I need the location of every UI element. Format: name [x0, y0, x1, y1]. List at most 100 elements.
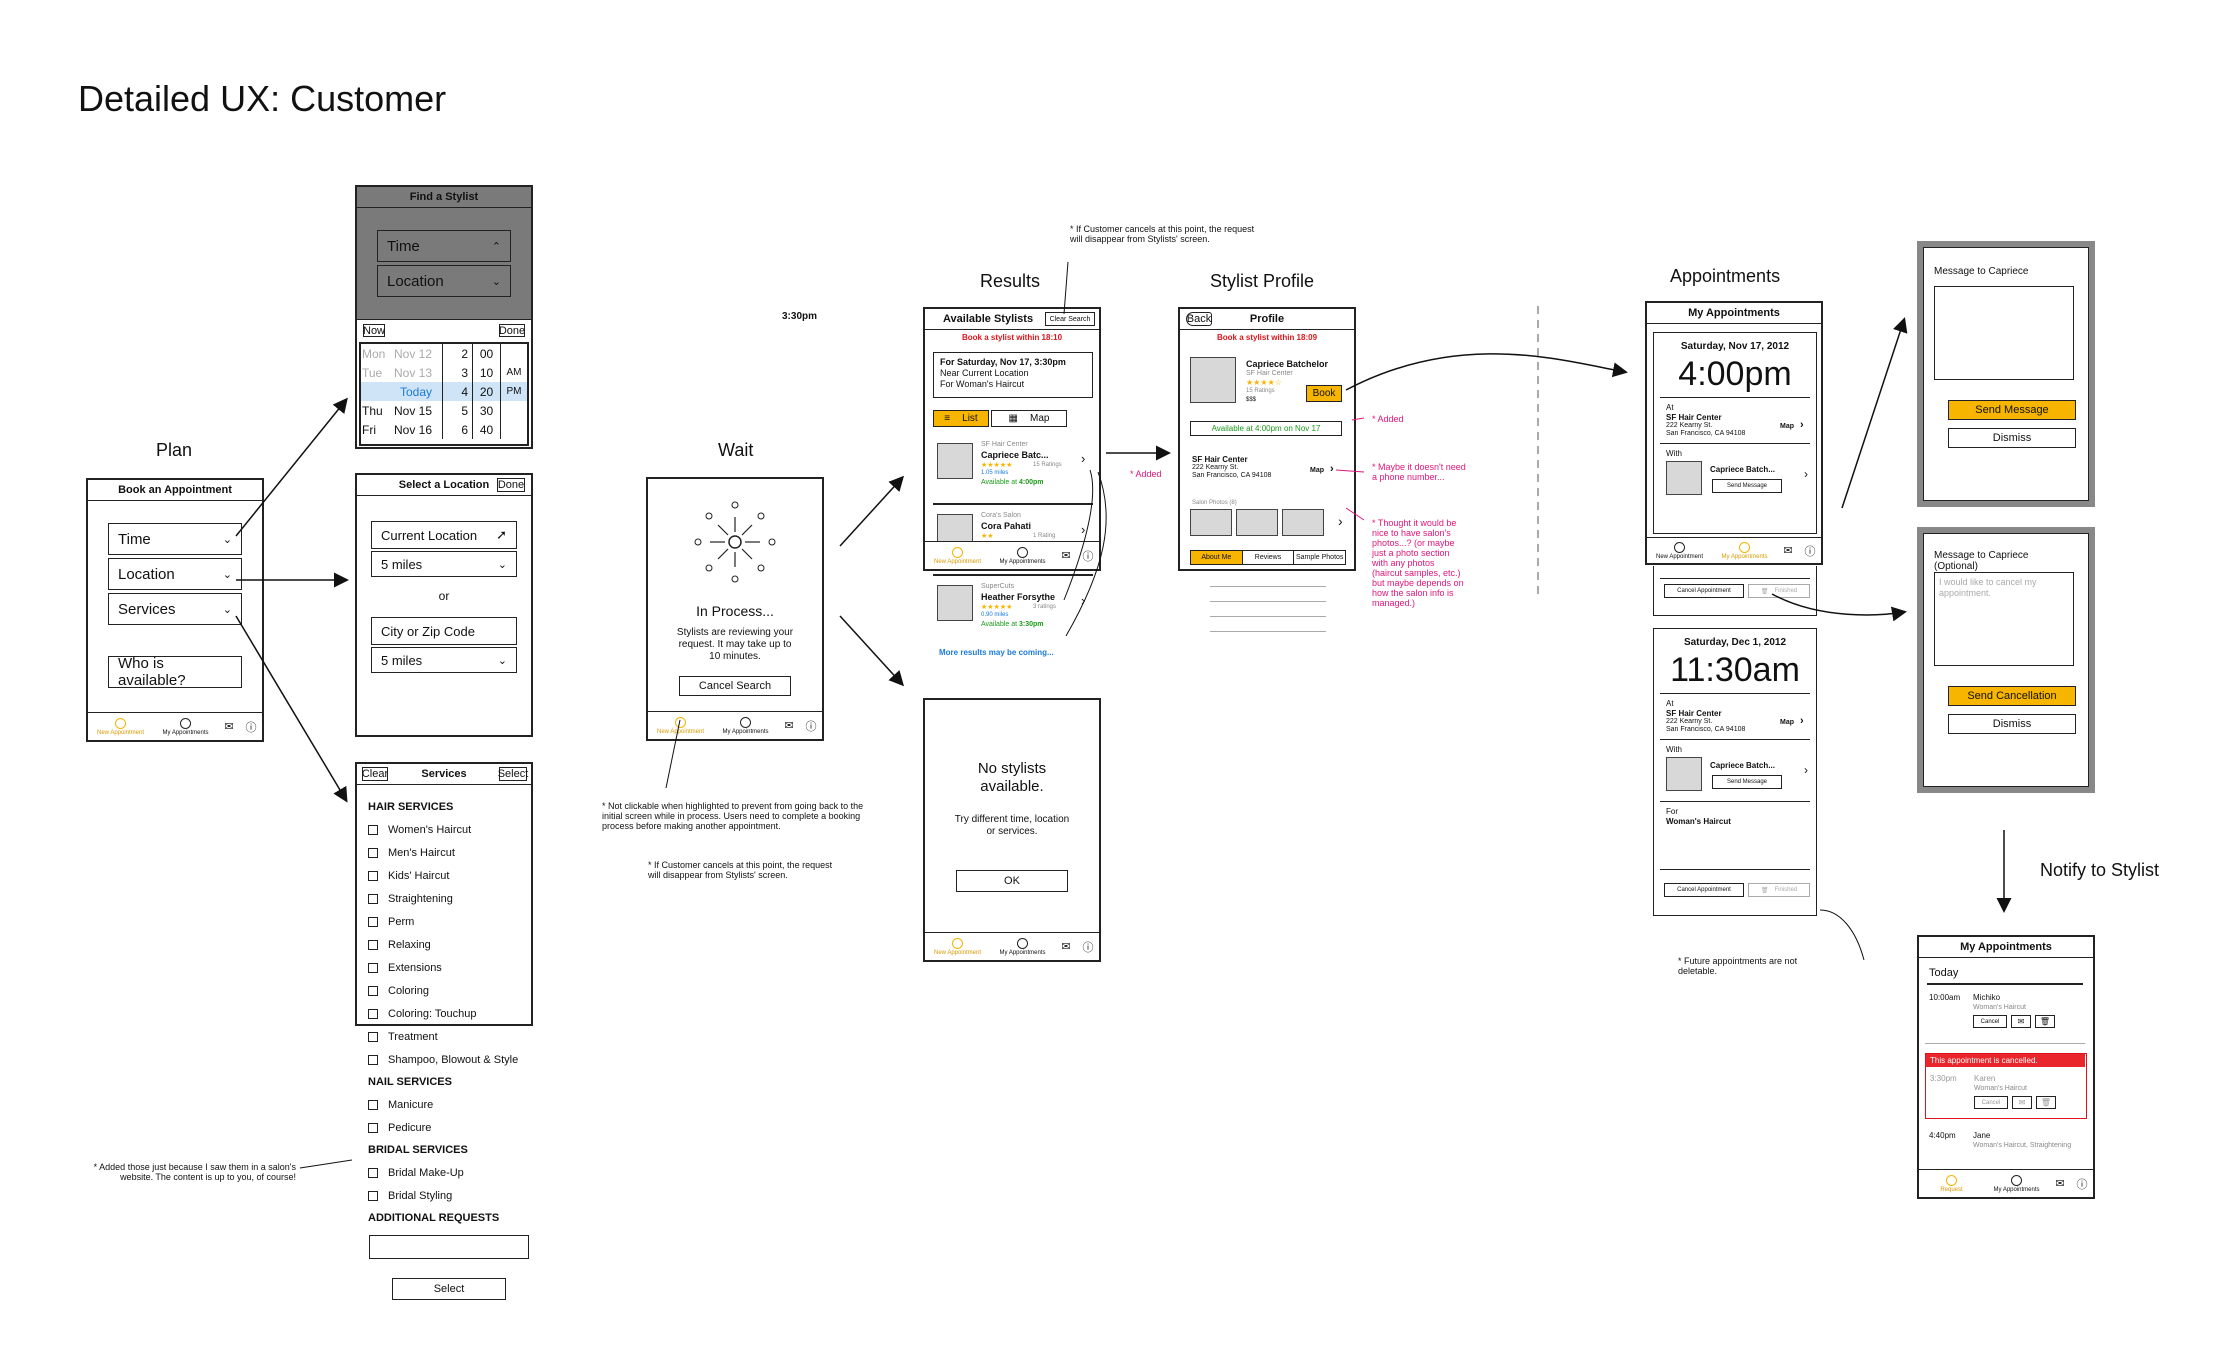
location-field[interactable]: Location⌄ [108, 558, 242, 590]
service-checkbox[interactable]: Bridal Make-Up [368, 1161, 548, 1184]
profile-tab[interactable]: Sample Photos [1295, 554, 1344, 561]
mail-icon[interactable]: ✉ [1061, 550, 1071, 562]
mail-icon[interactable]: ✉ [224, 721, 234, 733]
chevron-right-icon[interactable]: › [1804, 763, 1808, 777]
clear-search-button[interactable]: Clear Search [1045, 312, 1095, 326]
miles-select-1[interactable]: 5 miles⌄ [371, 551, 517, 577]
tab-requests[interactable]: Request [1919, 1170, 1984, 1197]
info-icon[interactable]: ⓘ [245, 721, 257, 734]
map-link[interactable]: Map› [1310, 463, 1334, 475]
send-message-button[interactable]: Send Message [1948, 400, 2076, 420]
cancel-search-button[interactable]: Cancel Search [679, 676, 791, 696]
service-checkbox[interactable]: Coloring [368, 979, 548, 1002]
tab-new-appointment[interactable]: New Appointment [925, 542, 990, 569]
tab-my-appointments[interactable]: My Appointments [153, 713, 218, 740]
profile-tab[interactable]: About Me [1191, 551, 1243, 564]
note-photos: * Thought it would be nice to have salon… [1372, 518, 1464, 608]
mail-icon[interactable]: ✉ [2055, 1178, 2065, 1190]
service-checkbox[interactable]: Pedicure [368, 1116, 548, 1139]
select-top-button[interactable]: Select [497, 767, 529, 781]
location-field[interactable]: Location⌄ [377, 265, 511, 297]
back-button[interactable]: Back [1186, 312, 1212, 326]
dismiss-button[interactable]: Dismiss [1948, 428, 2076, 448]
tab-new-appointment[interactable]: New Appointment [925, 933, 990, 960]
info-icon[interactable]: ⓘ [805, 720, 817, 733]
cancel-appointment-button[interactable]: Cancel Appointment [1664, 584, 1744, 598]
trash-icon[interactable]: 🗑 [2035, 1015, 2055, 1028]
service-checkbox[interactable]: Women's Haircut [368, 818, 548, 841]
miles-select-2[interactable]: 5 miles⌄ [371, 647, 517, 673]
info-icon[interactable]: ⓘ [2076, 1178, 2088, 1191]
done-button[interactable]: Done [498, 324, 526, 337]
tab-my-appointments[interactable]: My Appointments [1984, 1170, 2049, 1197]
chevron-right-icon[interactable]: › [1338, 513, 1343, 529]
cancel-appointment-button[interactable]: Cancel Appointment [1664, 883, 1744, 897]
info-icon[interactable]: ⓘ [1082, 550, 1094, 563]
now-button[interactable]: Now [363, 324, 386, 337]
tab-my-appointments[interactable]: My Appointments [990, 933, 1055, 960]
cancel-button[interactable]: Cancel [1973, 1015, 2007, 1028]
service-checkbox[interactable]: Kids' Haircut [368, 864, 548, 887]
tab-new-appointment[interactable]: New Appointment [648, 712, 713, 739]
message-textarea[interactable] [1934, 286, 2074, 380]
profile-tab[interactable]: Reviews [1243, 551, 1295, 564]
cancel-button[interactable]: Cancel [1974, 1096, 2008, 1109]
dismiss-button[interactable]: Dismiss [1948, 714, 2076, 734]
time-field[interactable]: Time⌃ [377, 230, 511, 262]
service-checkbox[interactable]: Manicure [368, 1093, 548, 1116]
tab-new-appointment[interactable]: New Appointment [1647, 538, 1712, 563]
service-checkbox[interactable]: Coloring: Touchup [368, 1002, 548, 1025]
map-link[interactable]: Map› [1780, 419, 1804, 431]
service-checkbox[interactable]: Men's Haircut [368, 841, 548, 864]
ok-button[interactable]: OK [956, 870, 1068, 892]
book-button[interactable]: Book [1306, 385, 1342, 402]
select-button[interactable]: Select [392, 1278, 506, 1300]
send-message-button[interactable]: Send Message [1712, 775, 1782, 789]
info-icon[interactable]: ⓘ [1082, 941, 1094, 954]
tab-new-appointment[interactable]: New Appointment [88, 713, 153, 740]
tab-my-appointments[interactable]: My Appointments [990, 542, 1055, 569]
service-checkbox[interactable]: Straightening [368, 887, 548, 910]
list-tab[interactable]: ≡List [933, 410, 989, 427]
tab-my-appointments[interactable]: My Appointments [713, 712, 778, 739]
who-available-button[interactable]: Who is available? [108, 655, 242, 689]
mail-icon[interactable]: ✉ [2012, 1096, 2032, 1109]
time-field[interactable]: Time⌄ [108, 523, 242, 555]
service-checkbox[interactable]: Treatment [368, 1025, 548, 1048]
chevron-right-icon[interactable]: › [1804, 467, 1808, 481]
service-checkbox[interactable]: Bridal Styling [368, 1184, 548, 1207]
additional-requests-input[interactable] [369, 1235, 529, 1259]
tab-my-appointments[interactable]: My Appointments [1712, 538, 1777, 563]
mail-icon[interactable]: ✉ [1783, 545, 1793, 557]
current-location-field[interactable]: Current Location➚ [371, 521, 517, 549]
send-message-button[interactable]: Send Message [1712, 479, 1782, 493]
service-checkbox[interactable]: Shampoo, Blowout & Style [368, 1048, 548, 1071]
info-icon[interactable]: ⓘ [1804, 545, 1816, 558]
mail-icon[interactable]: ✉ [2011, 1015, 2031, 1028]
clear-button[interactable]: Clear [361, 767, 389, 781]
done-button[interactable]: Done [497, 478, 525, 492]
mail-icon[interactable]: ✉ [784, 720, 794, 732]
service-checkbox[interactable]: Relaxing [368, 933, 548, 956]
trash-icon[interactable]: 🗑 [2036, 1096, 2056, 1109]
services-field[interactable]: Services⌄ [108, 593, 242, 625]
service-checkbox[interactable]: Perm [368, 910, 548, 933]
service-checkbox[interactable]: Extensions [368, 956, 548, 979]
mail-icon[interactable]: ✉ [1061, 941, 1071, 953]
city-zip-field[interactable]: City or Zip Code [371, 617, 517, 645]
message-textarea[interactable]: I would like to cancel my appointment. [1934, 572, 2074, 666]
map-link[interactable]: Map› [1780, 715, 1804, 727]
send-cancellation-button[interactable]: Send Cancellation [1948, 686, 2076, 706]
map-tab[interactable]: ▦Map [991, 410, 1067, 427]
